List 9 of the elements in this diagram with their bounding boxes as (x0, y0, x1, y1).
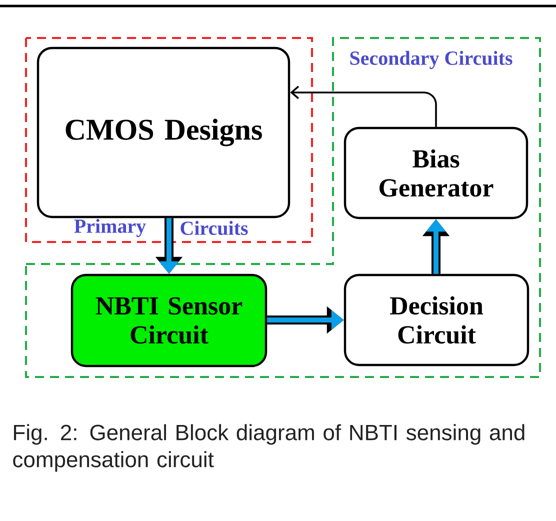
block-box: Decision Circuit (344, 274, 530, 366)
block-box: CMOS Designs (36, 46, 290, 218)
caption: Fig. 2: General Block diagram of NBTI sensing and compensation circuit (13, 424, 524, 472)
group-label: Secondary Circuits (350, 50, 512, 70)
group-label: Circuits (180, 220, 248, 236)
block-box: NBTI Sensor Circuit (70, 274, 268, 368)
block-box: Bias Generator (344, 126, 528, 220)
group-label: Primary (74, 218, 146, 238)
arrow (290, 86, 437, 127)
